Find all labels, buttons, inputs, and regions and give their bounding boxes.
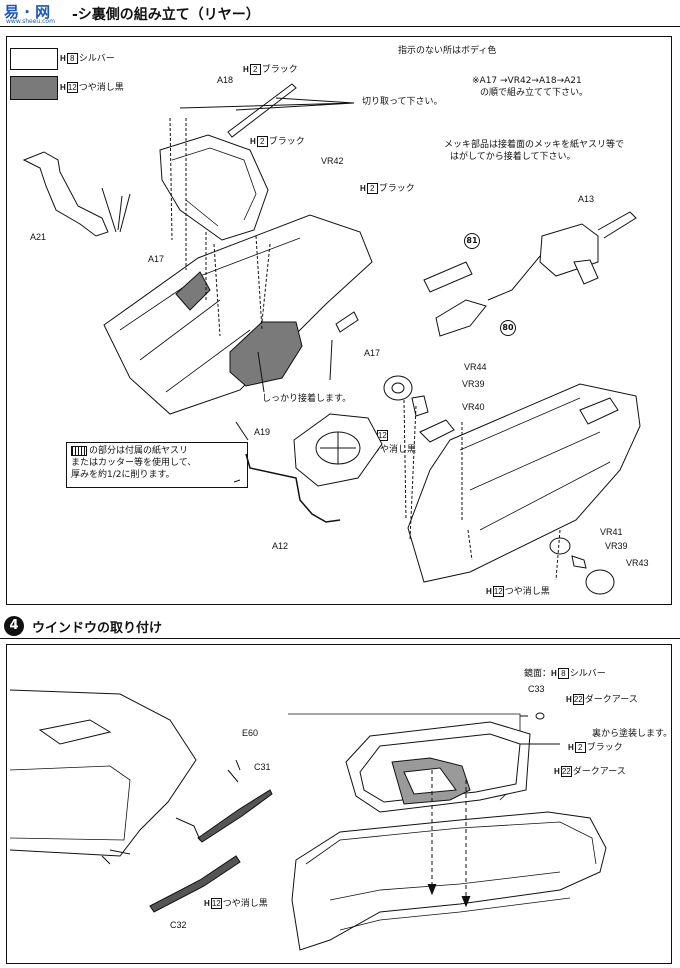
part-e60: E60	[242, 728, 259, 738]
part-vr39-b: VR39	[605, 541, 628, 551]
paint-matte-vr40-name: つや消し黒	[371, 444, 417, 454]
part-a21: A21	[30, 232, 47, 242]
note-order-1: ※A17 →VR42→A18→A21	[472, 76, 582, 86]
section3-header: 易 · 网 www.sheeu.com -シ裏側の組み立て（リヤー）	[0, 0, 680, 27]
part-a13: A13	[578, 194, 595, 204]
part-c32: C32	[170, 920, 187, 930]
note-body-color: 指示のない所はボディ色	[398, 46, 497, 56]
part-a17-b: A17	[364, 348, 381, 358]
section3-title: -シ裏側の組み立て（リヤー）	[72, 7, 260, 23]
part-a17-a: A17	[148, 254, 165, 264]
section3-frame	[6, 36, 672, 605]
hatch-swatch	[71, 445, 87, 456]
part-vr42: VR42	[321, 156, 344, 166]
part-a19: A19	[254, 427, 271, 437]
part-vr41: VR41	[600, 527, 623, 537]
part-c33: C33	[528, 684, 545, 694]
back-paint-note: 裏から塗装します。	[592, 729, 673, 739]
part-vr44: VR44	[464, 362, 487, 372]
site-logo: 易 · 网 www.sheeu.com	[4, 2, 70, 25]
site-mark: 易 · 网	[4, 3, 51, 21]
note-cut-off: 切り取って下さい。	[362, 97, 443, 107]
part-c31: C31	[254, 762, 271, 772]
part-vr43: VR43	[626, 558, 649, 568]
site-url: www.sheeu.com	[6, 18, 55, 25]
matte-black-swatch	[10, 76, 58, 100]
section4-frame	[6, 644, 672, 964]
note-order-2: の順で組み立てて下さい。	[480, 88, 589, 98]
silver-swatch	[10, 48, 58, 70]
sanding-note-box: の部分は付属の紙ヤスリ またはカッター等を使用して、 厚みを約1/2に削ります。	[66, 442, 248, 488]
part-a12: A12	[272, 541, 289, 551]
note-plating-2: はがしてから接着して下さい。	[450, 152, 576, 162]
part-a18: A18	[217, 75, 234, 85]
part-80: 80	[500, 320, 516, 336]
part-vr39-a: VR39	[462, 379, 485, 389]
note-plating-1: メッキ部品は接着面のメッキを紙ヤスリ等で	[444, 140, 625, 150]
part-81: 81	[464, 233, 480, 249]
part-vr40: VR40	[462, 402, 485, 412]
section4-header: 4 ウインドウの取り付け	[0, 612, 680, 639]
note-firmly-glue: しっかり接着します。	[262, 394, 352, 404]
section4-number: 4	[4, 616, 24, 636]
section4-title: ウインドウの取り付け	[32, 621, 163, 636]
